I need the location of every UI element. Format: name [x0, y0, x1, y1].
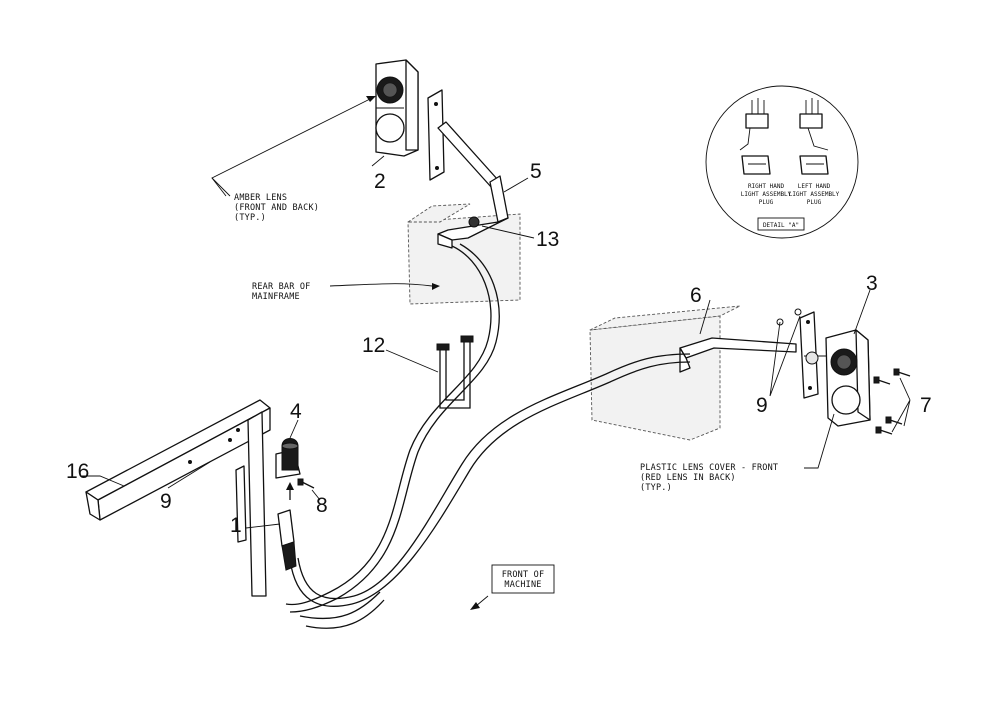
callout-13: 13: [536, 228, 559, 251]
amber-lens-line-3: (TYP.): [234, 213, 266, 223]
callout-8: 8: [316, 494, 328, 517]
callout-5: 5: [530, 160, 542, 183]
right-light-bracket: [679, 308, 802, 373]
right-hand-plug-icon: [739, 98, 771, 175]
screws-7: [873, 368, 911, 435]
callout-16: 16: [66, 460, 89, 483]
plastic-lens-cover: [831, 385, 861, 415]
callout-9-left: 9: [160, 490, 172, 513]
detail-a: RIGHT HAND LIGHT ASSEMBLY PLUG LEFT HAND…: [705, 85, 859, 239]
amber-lens-lower: [375, 113, 405, 143]
left-plug-label-3: PLUG: [807, 199, 822, 206]
amber-lens-line-2: (FRONT AND BACK): [234, 203, 319, 213]
left-light-bracket: [427, 89, 509, 249]
callout-7: 7: [920, 394, 932, 417]
wiring-harness: [285, 243, 691, 629]
left-hand-plug-icon: [799, 98, 829, 175]
note-plastic-lens: PLASTIC LENS COVER - FRONT (RED LENS IN …: [640, 463, 778, 493]
left-plug-label-1: LEFT HAND: [798, 183, 831, 190]
callout-6: 6: [690, 284, 702, 307]
right-plug-label-3: PLUG: [759, 199, 774, 206]
note-front-of-machine: FRONT OF MACHINE: [491, 564, 555, 594]
plastic-lens-line-2: (RED LENS IN BACK): [640, 473, 736, 483]
plastic-lens-line-3: (TYP.): [640, 483, 672, 493]
plug-1: [277, 482, 297, 571]
beacon-mount-bar: [85, 399, 271, 597]
right-plug-label-1: RIGHT HAND: [748, 183, 785, 190]
note-rear-bar: REAR BAR OF MAINFRAME: [252, 282, 311, 302]
callout-12: 12: [362, 334, 385, 357]
callout-2: 2: [374, 170, 386, 193]
rear-bar-line-2: MAINFRAME: [252, 292, 300, 302]
front-of-machine-line-1: FRONT OF: [502, 570, 545, 580]
plastic-lens-line-1: PLASTIC LENS COVER - FRONT: [640, 463, 778, 473]
callout-9-right: 9: [756, 394, 768, 417]
note-amber-lens: AMBER LENS (FRONT AND BACK) (TYP.): [234, 193, 319, 223]
amber-lens-line-1: AMBER LENS: [234, 193, 287, 203]
callout-3: 3: [866, 272, 878, 295]
callout-4: 4: [290, 400, 302, 423]
callout-1: 1: [230, 514, 242, 537]
rear-bar-line-1: REAR BAR OF: [252, 282, 311, 292]
right-frame-block: [589, 305, 741, 441]
left-plug-label-2: LIGHT ASSEMBLY: [789, 191, 840, 198]
right-light-assembly: [799, 311, 871, 427]
front-of-machine-line-2: MACHINE: [504, 580, 541, 590]
right-plug-label-2: LIGHT ASSEMBLY: [741, 191, 792, 198]
detail-title: DETAIL "A": [763, 222, 799, 229]
beacon-light-4: [275, 438, 301, 479]
left-light-assembly: [375, 59, 419, 157]
leader-lines: [82, 96, 911, 610]
u-bolts-12: [436, 335, 474, 409]
screw-8: [297, 478, 315, 489]
